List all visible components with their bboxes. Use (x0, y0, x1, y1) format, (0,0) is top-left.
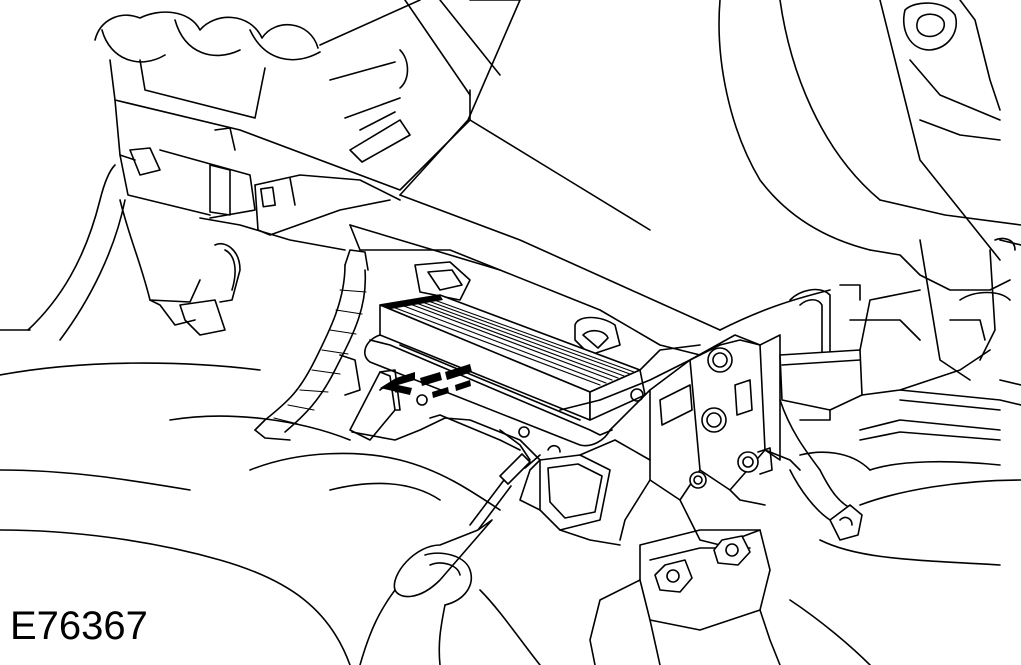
mounting-bracket (349, 369, 541, 461)
box-bracket (519, 439, 651, 546)
heater-pipe (779, 284, 991, 541)
lower-bracket (589, 529, 781, 665)
instrument-panel (94, 0, 521, 251)
right-tubes (799, 291, 1021, 471)
filter-module (364, 294, 646, 447)
floor-contour (0, 362, 1021, 665)
figure-code: E76367 (10, 604, 148, 648)
removal-arrow (380, 364, 472, 398)
screwdriver (359, 453, 541, 665)
wiring-harness (254, 249, 369, 441)
center-console (718, 0, 1021, 381)
lower-panel (349, 119, 831, 356)
center-bracket (599, 334, 801, 546)
left-trim (0, 164, 241, 341)
